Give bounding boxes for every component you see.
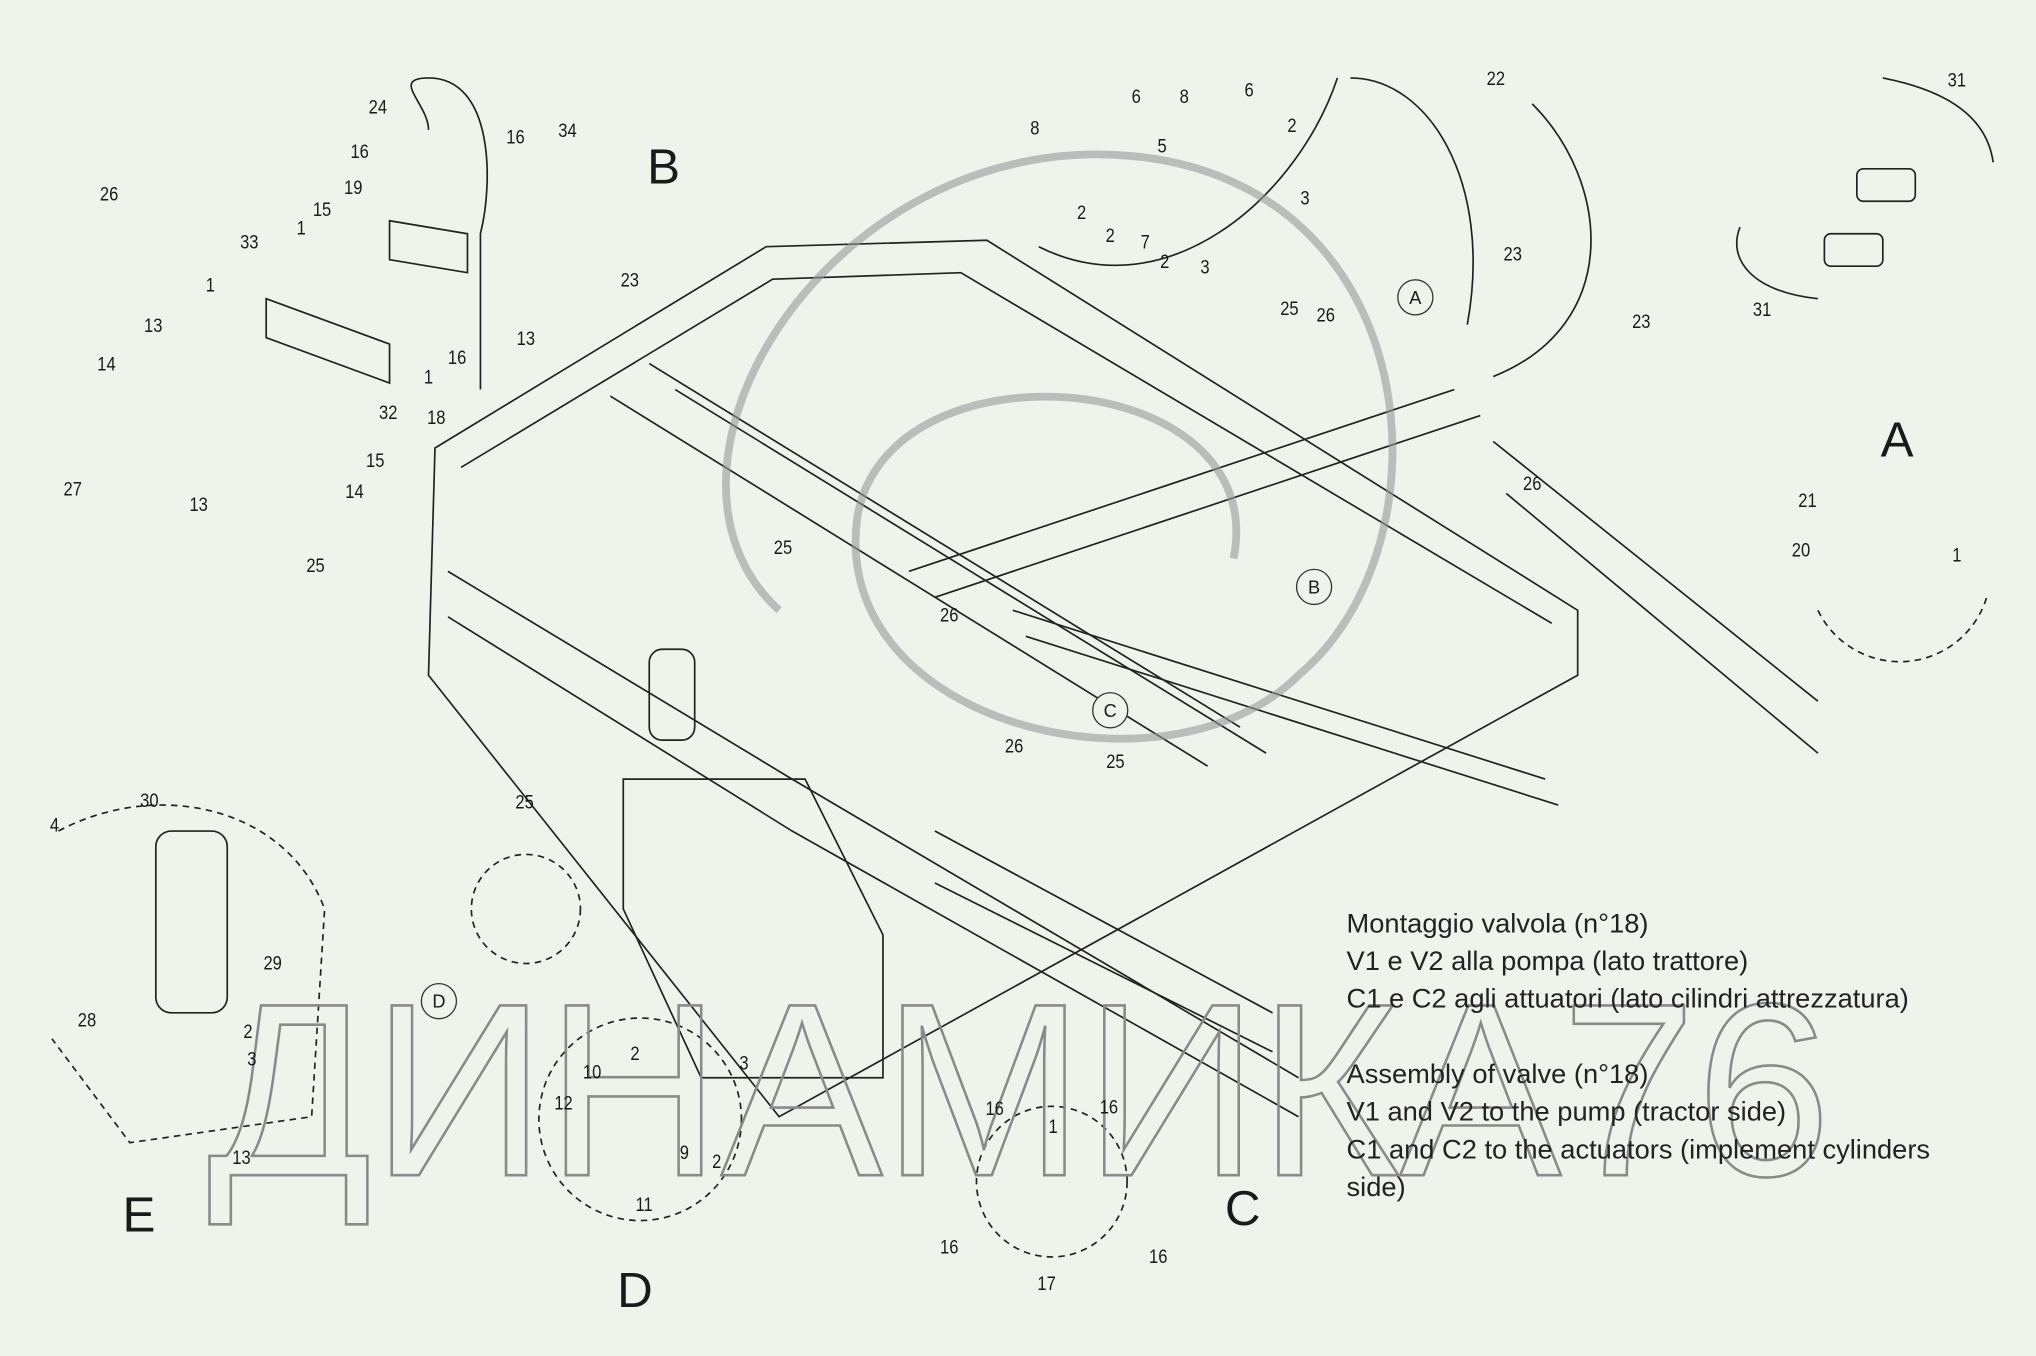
part-number-label: 14 [97,353,116,376]
part-number-label: 26 [939,604,959,627]
part-number-label: 26 [1316,304,1335,327]
part-number-label: 2 [1105,225,1115,248]
part-number-label: 7 [1140,231,1150,254]
part-number-label: 3 [1300,187,1310,210]
part-number-label: 1 [1952,544,1962,567]
part-number-label: 22 [1486,68,1506,91]
part-number-label: 30 [140,790,159,813]
section-label-a: A [1880,413,1914,469]
note-en-title: Assembly of valve (n°18) [1346,1059,1649,1090]
part-number-label: 6 [1131,86,1141,109]
part-number-label: 8 [1030,117,1040,140]
part-number-label: 20 [1791,539,1811,562]
part-number-label: 4 [49,814,60,837]
note-en-line: C1 and C2 to the actuators (implement cy… [1346,1134,1931,1165]
part-number-label: 3 [739,1052,749,1075]
part-number-label: 15 [366,449,385,473]
part-number-label: 16 [939,1236,959,1259]
part-number-label: 24 [368,96,388,119]
part-number-label: 25 [773,536,793,560]
part-number-label: 16 [1099,1096,1119,1119]
detail-marker-b: B [1295,568,1333,606]
part-number-label: 9 [679,1142,689,1165]
part-number-label: 31 [1947,69,1967,92]
part-number-label: 15 [312,199,332,222]
part-number-label: 2 [1077,201,1087,224]
part-number-label: 31 [1752,299,1772,322]
part-number-label: 12 [554,1092,573,1115]
part-number-label: 25 [1280,298,1299,321]
assembly-notes: Montaggio valvola (n°18) V1 e V2 alla po… [1347,905,1931,1206]
part-number-label: 17 [1037,1273,1056,1296]
detail-marker-c: C [1092,692,1129,729]
section-label-d: D [617,1264,653,1319]
part-number-label: 3 [247,1048,257,1071]
note-en-line: V1 and V2 to the pump (tractor side) [1346,1097,1787,1128]
part-number-label: 14 [345,481,364,504]
part-number-label: 1 [423,366,434,389]
part-number-label: 2 [1160,251,1170,274]
part-number-label: 26 [1523,473,1542,496]
note-it-line: V1 e V2 alla pompa (lato trattore) [1346,946,1749,977]
part-number-label: 16 [985,1097,1004,1120]
section-label-c: C [1224,1182,1261,1237]
part-number-label: 16 [350,140,369,163]
part-number-label: 2 [243,1021,253,1044]
part-number-label: 16 [1149,1245,1168,1268]
part-number-label: 13 [144,314,163,337]
part-number-label: 21 [1798,490,1817,513]
part-number-label: 16 [447,347,467,370]
part-number-label: 34 [558,120,577,143]
part-number-label: 27 [63,478,82,501]
note-en-line: side) [1346,1172,1406,1203]
part-number-label: 2 [1287,114,1297,137]
watermark-text: ДИНАМИКА76 [208,953,1831,1228]
part-number-label: 13 [189,494,208,517]
part-number-label: 33 [240,231,259,254]
watermark-logo [722,150,1397,743]
part-number-label: 23 [1503,243,1522,266]
part-number-label: 1 [205,274,215,297]
detail-marker-d: D [420,982,458,1020]
part-number-label: 5 [1157,135,1167,158]
part-number-label: 19 [343,177,363,200]
part-number-label: 11 [635,1193,653,1217]
detail-marker-a: A [1397,279,1434,316]
part-number-label: 28 [77,1009,97,1032]
part-number-label: 6 [1244,79,1254,102]
part-number-label: 10 [582,1061,602,1084]
part-number-label: 3 [1200,256,1210,279]
part-number-label: 2 [630,1043,640,1066]
part-number-label: 8 [1179,86,1189,109]
section-label-e: E [122,1188,156,1244]
part-number-label: 18 [427,407,446,430]
part-number-label: 16 [506,126,525,149]
part-number-label: 1 [1048,1116,1058,1139]
part-number-label: 13 [232,1147,251,1170]
part-number-label: 29 [263,952,282,975]
part-number-label: 23 [1632,310,1651,334]
section-label-b: B [647,140,680,196]
part-number-label: 1 [296,217,306,240]
part-number-label: 26 [1004,735,1024,758]
note-it-line: C1 e C2 agli attuatori (lato cilindri at… [1346,984,1909,1015]
part-number-label: 32 [379,401,398,424]
part-number-label: 2 [712,1151,722,1174]
part-number-label: 13 [516,327,536,350]
part-number-label: 23 [620,269,639,292]
part-number-label: 25 [306,555,325,578]
part-number-label: 25 [1106,751,1125,774]
part-number-label: 25 [515,791,534,814]
note-it-title: Montaggio valvola (n°18) [1346,908,1649,939]
part-number-label: 26 [99,183,119,206]
